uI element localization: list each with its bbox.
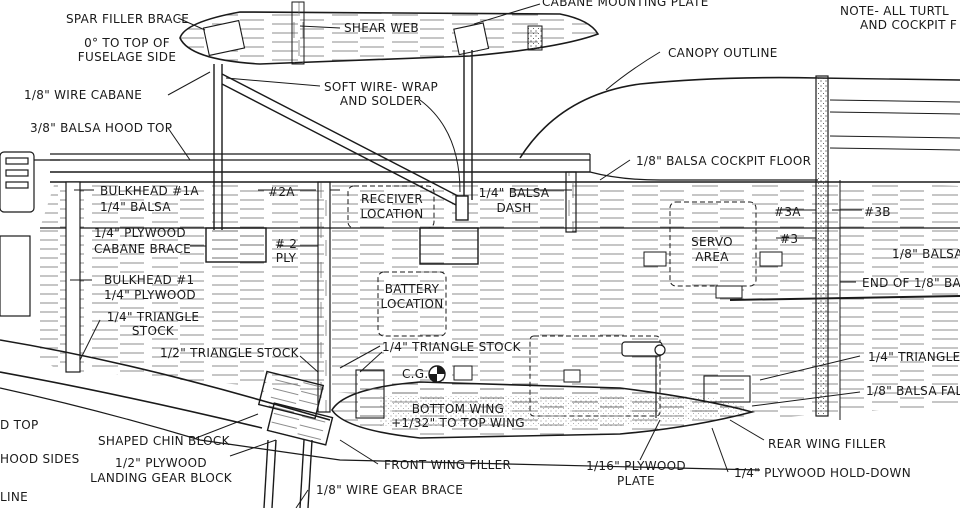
landing-gear-area bbox=[0, 339, 761, 508]
label-bulkhead-1-1: BULKHEAD #1 bbox=[104, 273, 195, 287]
label-hood-sides: HOOD SIDES bbox=[0, 452, 80, 466]
label-line-fragment: LINE bbox=[0, 490, 28, 504]
label-quarter-triangle-stock: 1/4" TRIANGLE STOCK bbox=[382, 340, 521, 354]
label-triangle-stock-1: 1/4" TRIANGLE bbox=[106, 310, 200, 324]
label-wire-gear-brace: 1/8" WIRE GEAR BRACE bbox=[316, 483, 464, 497]
label-shaped-chin-block: SHAPED CHIN BLOCK bbox=[98, 434, 230, 448]
cg-symbol bbox=[428, 365, 446, 383]
label-bottom-wing-2: +1/32" TO TOP WING bbox=[391, 416, 525, 430]
label-bulkhead-3b: #3B bbox=[864, 205, 891, 219]
label-triangle-stock-2: STOCK bbox=[131, 324, 175, 338]
label-soft-wire-1: SOFT WIRE- WRAP bbox=[323, 80, 439, 94]
label-bulkhead-3a: #3A bbox=[774, 205, 801, 219]
label-hold-down: 1/4" PLYWOOD HOLD-DOWN bbox=[734, 466, 911, 480]
label-spar-filler-brace: SPAR FILLER BRACE bbox=[66, 12, 190, 26]
cabane-struts bbox=[205, 50, 479, 265]
label-receiver-1: RECEIVER bbox=[361, 192, 423, 206]
label-end-of-balsa: END OF 1/8" BA bbox=[862, 276, 960, 290]
label-half-triangle-stock: 1/2" TRIANGLE STOCK bbox=[160, 346, 299, 360]
label-hood-top: D TOP bbox=[0, 418, 39, 432]
label-rear-wing-filler: REAR WING FILLER bbox=[768, 437, 887, 451]
label-canopy-outline: CANOPY OUTLINE bbox=[668, 46, 778, 60]
label-cabane-mounting-plate: CABANE MOUNTING PLATE bbox=[542, 0, 709, 9]
label-zero-degree-2: FUSELAGE SIDE bbox=[77, 50, 177, 64]
label-soft-wire-2: AND SOLDER bbox=[339, 94, 423, 108]
engine-outline bbox=[0, 151, 60, 317]
label-servo-2: AREA bbox=[695, 250, 729, 264]
label-receiver-2: LOCATION bbox=[360, 207, 424, 221]
label-plywood-cabane-1: 1/4" PLYWOOD bbox=[94, 226, 186, 240]
label-bulkhead-2-1: # 2 bbox=[274, 237, 298, 251]
label-bottom-wing-1: BOTTOM WING bbox=[411, 402, 505, 416]
label-front-wing-filler: FRONT WING FILLER bbox=[384, 458, 512, 472]
label-balsa-right: 1/8" BALSA bbox=[892, 247, 960, 261]
canopy-outline bbox=[519, 76, 960, 181]
label-balsa-dash-1: 1/4" BALSA bbox=[478, 186, 550, 200]
label-battery-1: BATTERY bbox=[384, 282, 440, 296]
label-bulkhead-1-2: 1/4" PLYWOOD bbox=[104, 288, 196, 302]
label-note-2: AND COCKPIT F bbox=[860, 18, 958, 32]
label-plywood-gear-1: 1/2" PLYWOOD bbox=[115, 456, 207, 470]
bulkheads bbox=[65, 75, 841, 420]
label-cg: C.G. bbox=[402, 367, 429, 381]
label-bulkhead-2-2: PLY bbox=[275, 251, 297, 265]
label-balsa-fal: 1/8" BALSA FAL bbox=[866, 384, 960, 398]
label-shear-web: SHEAR WEB bbox=[344, 21, 419, 35]
control-pushrod bbox=[621, 295, 960, 418]
label-plywood-gear-2: LANDING GEAR BLOCK bbox=[90, 471, 232, 485]
label-ply-plate-2: PLATE bbox=[617, 474, 655, 488]
label-plywood-cabane-2: CABANE BRACE bbox=[94, 242, 192, 256]
leader-lines bbox=[70, 3, 862, 508]
servo-blocks bbox=[453, 251, 783, 383]
bottom-wing-airfoil bbox=[331, 369, 756, 439]
label-quarter-triangle-right: 1/4" TRIANGLE bbox=[868, 350, 960, 364]
label-zero-degree-1: 0° TO TOP OF bbox=[84, 36, 170, 50]
top-wing-airfoil bbox=[179, 1, 600, 65]
label-balsa-hood-top: 3/8" BALSA HOOD TOP bbox=[30, 121, 173, 135]
label-bulkhead-2a: #2A bbox=[268, 185, 295, 199]
label-balsa-dash-2: DASH bbox=[496, 201, 532, 215]
label-battery-2: LOCATION bbox=[380, 297, 444, 311]
label-bulkhead-1a-2: 1/4" BALSA bbox=[100, 200, 171, 214]
label-wire-cabane: 1/8" WIRE CABANE bbox=[24, 88, 143, 102]
label-ply-plate-1: 1/16" PLYWOOD bbox=[586, 459, 686, 473]
label-note-1: NOTE- ALL TURTL bbox=[840, 4, 949, 18]
label-balsa-cockpit-floor: 1/8" BALSA COCKPIT FLOOR bbox=[636, 154, 812, 168]
label-bulkhead-3: #3 bbox=[780, 232, 799, 246]
label-bulkhead-1a-1: BULKHEAD #1A bbox=[100, 184, 199, 198]
label-servo-1: SERVO bbox=[691, 235, 733, 249]
